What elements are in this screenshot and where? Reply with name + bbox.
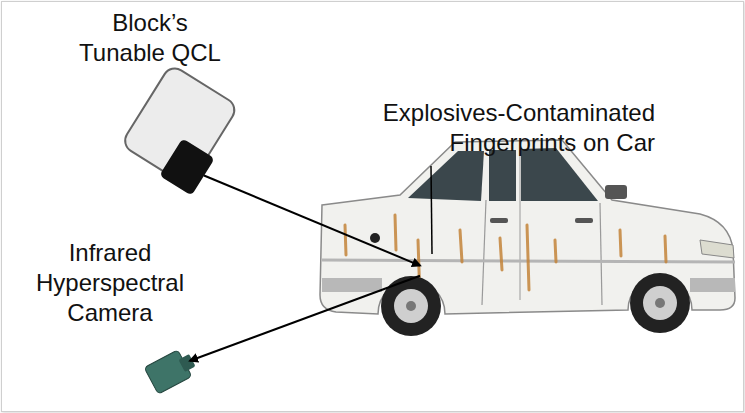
node-label: Explosives-Contaminated Fingerprints on … [320,98,655,158]
beam-arrow [204,176,420,266]
node-label: Infrared Hyperspectral Camera [25,238,195,328]
node-label: Block’s Tunable QCL [70,8,230,68]
car-target-node: Explosives-Contaminated Fingerprints on … [420,258,446,284]
leader-line [431,166,432,254]
camera-node: Infrared Hyperspectral Camera [145,345,190,393]
camera-illustration [144,350,195,394]
car-illustration [320,140,735,336]
beam-arrow [190,276,420,361]
laser-illustration [121,64,239,196]
laser-node: Block’s Tunable QCL [168,150,204,186]
